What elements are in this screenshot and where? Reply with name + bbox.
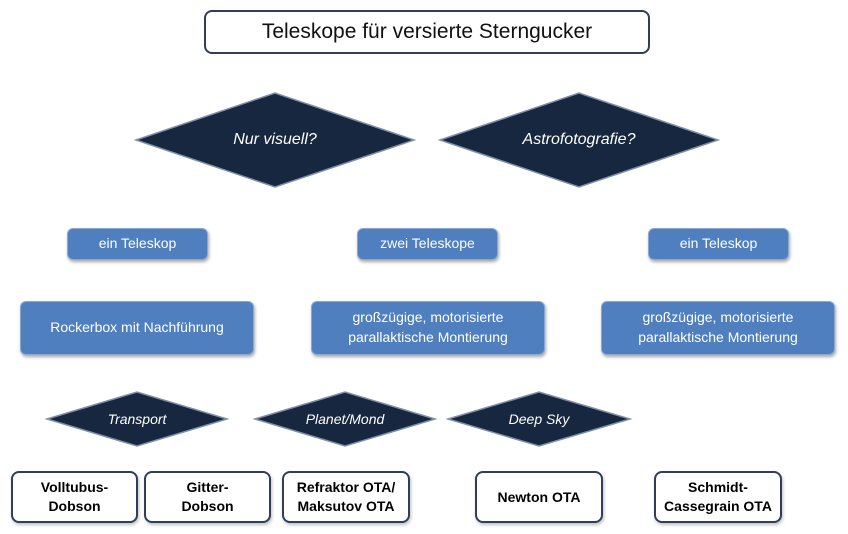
diagram-title: Teleskope für versierte Sterngucker <box>204 10 650 54</box>
schmidt-line-2: Cassegrain OTA <box>664 498 772 514</box>
mount-right-line-1: großzügige, motorisierte <box>642 309 794 326</box>
question-visual: Nur visuell? <box>233 131 317 148</box>
volltubus-line-2: Dobson <box>48 498 101 514</box>
telescope-volltubus: Volltubus- Dobson <box>11 471 138 523</box>
diamond-visual-shape <box>133 92 417 188</box>
criterion-planet: Planet/Mond <box>305 411 385 427</box>
schmidt-line-1: Schmidt- <box>688 479 748 496</box>
gitter-line-1: Gitter- <box>186 479 229 496</box>
telescope-gitter: Gitter- Dobson <box>144 471 271 523</box>
refraktor-line-1: Refraktor OTA/ <box>296 479 396 496</box>
diamond-planet-shape <box>252 391 438 447</box>
mount-right-line-2: parallaktische Montierung <box>638 329 798 345</box>
mount-middle-line-2: parallaktische Montierung <box>348 329 508 345</box>
gitter-line-2: Dobson <box>181 498 234 514</box>
diamond-transport-shape <box>44 391 230 447</box>
criterion-transport: Transport <box>107 411 167 427</box>
diamond-astro-shape <box>437 92 721 188</box>
volltubus-line-1: Volltubus- <box>40 479 109 496</box>
question-astro: Astrofotografie? <box>522 131 636 148</box>
count-box-middle: zwei Teleskope <box>357 228 498 260</box>
telescope-refraktor: Refraktor OTA/ Maksutov OTA <box>282 471 410 523</box>
diamond-deepsky-shape <box>445 391 633 447</box>
criterion-deepsky: Deep Sky <box>508 411 570 427</box>
telescope-schmidt: Schmidt- Cassegrain OTA <box>654 471 782 523</box>
count-box-right: ein Teleskop <box>648 228 789 260</box>
mount-box-middle: großzügige, motorisierte parallaktische … <box>311 301 545 355</box>
refraktor-line-2: Maksutov OTA <box>297 498 395 514</box>
telescope-newton: Newton OTA <box>475 471 603 523</box>
mount-box-left: Rockerbox mit Nachführung <box>20 301 254 355</box>
mount-middle-line-1: großzügige, motorisierte <box>352 309 504 326</box>
count-box-left: ein Teleskop <box>67 228 208 260</box>
mount-box-right: großzügige, motorisierte parallaktische … <box>601 301 835 355</box>
